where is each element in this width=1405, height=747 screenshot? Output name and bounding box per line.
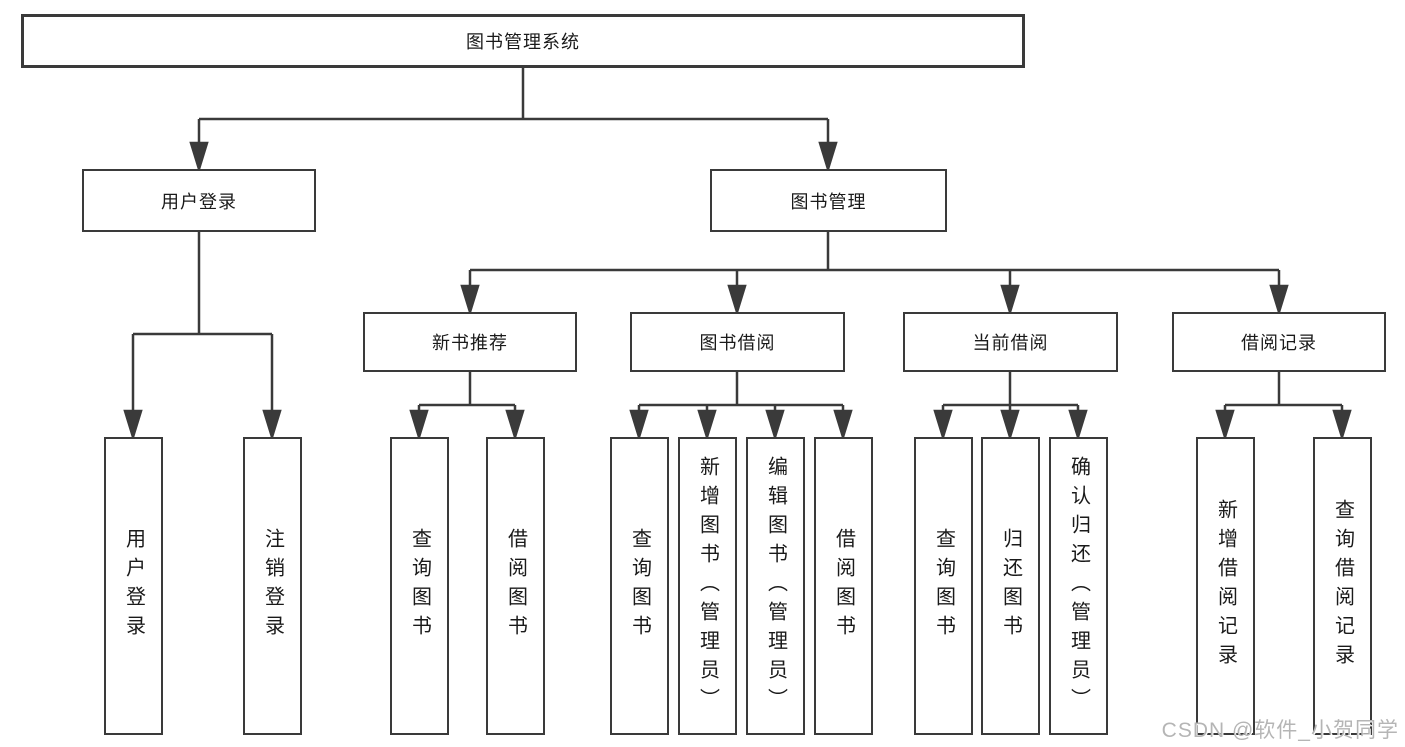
node-book-management: 图书管理 xyxy=(710,169,947,232)
node-leaf-query-books-current: 查询图书 xyxy=(914,437,973,735)
node-new-book-recommend: 新书推荐 xyxy=(363,312,577,372)
node-book-borrowing: 图书借阅 xyxy=(630,312,845,372)
leaf-label: 新增借阅记录 xyxy=(1214,499,1237,673)
leaf-label: 编辑图书（管理员） xyxy=(764,455,787,717)
leaf-label: 注销登录 xyxy=(261,528,284,644)
leaf-label: 查询借阅记录 xyxy=(1331,499,1354,673)
node-leaf-add-borrow-record: 新增借阅记录 xyxy=(1196,437,1255,735)
leaf-label: 借阅图书 xyxy=(832,528,855,644)
node-borrowing-records: 借阅记录 xyxy=(1172,312,1386,372)
edge-borrow-record-to-leaves xyxy=(1215,372,1352,442)
node-leaf-borrow-books: 借阅图书 xyxy=(814,437,873,735)
edge-current-borrow-to-leaves xyxy=(933,372,1088,442)
node-leaf-query-books-borrow: 查询图书 xyxy=(610,437,669,735)
node-leaf-borrow-books-recommend: 借阅图书 xyxy=(486,437,545,735)
leaf-label: 归还图书 xyxy=(999,528,1022,644)
node-leaf-query-books-recommend: 查询图书 xyxy=(390,437,449,735)
node-leaf-confirm-return-admin: 确认归还（管理员） xyxy=(1049,437,1108,735)
leaf-label: 用户登录 xyxy=(122,528,145,644)
leaf-label: 查询图书 xyxy=(628,528,651,644)
leaf-label: 新增图书（管理员） xyxy=(696,455,719,717)
node-leaf-return-books: 归还图书 xyxy=(981,437,1040,735)
node-leaf-logout: 注销登录 xyxy=(243,437,302,735)
node-leaf-edit-books-admin: 编辑图书（管理员） xyxy=(746,437,805,735)
leaf-label: 借阅图书 xyxy=(504,528,527,644)
node-leaf-add-books-admin: 新增图书（管理员） xyxy=(678,437,737,735)
leaf-label: 查询图书 xyxy=(408,528,431,644)
watermark: CSDN @软件_小贺同学 xyxy=(1161,719,1399,742)
node-leaf-query-borrow-record: 查询借阅记录 xyxy=(1313,437,1372,735)
edge-new-book-to-leaves xyxy=(409,372,525,442)
node-current-borrowing: 当前借阅 xyxy=(903,312,1118,372)
node-leaf-user-login: 用户登录 xyxy=(104,437,163,735)
edge-book-borrow-to-leaves xyxy=(629,372,853,442)
node-library-management-system: 图书管理系统 xyxy=(21,14,1025,68)
edge-book-mgmt-to-level3 xyxy=(460,232,1289,317)
edge-root-to-level2 xyxy=(189,68,838,174)
leaf-label: 确认归还（管理员） xyxy=(1067,455,1090,717)
edge-user-login-to-leaves xyxy=(123,232,282,442)
node-user-login: 用户登录 xyxy=(82,169,316,232)
leaf-label: 查询图书 xyxy=(932,528,955,644)
